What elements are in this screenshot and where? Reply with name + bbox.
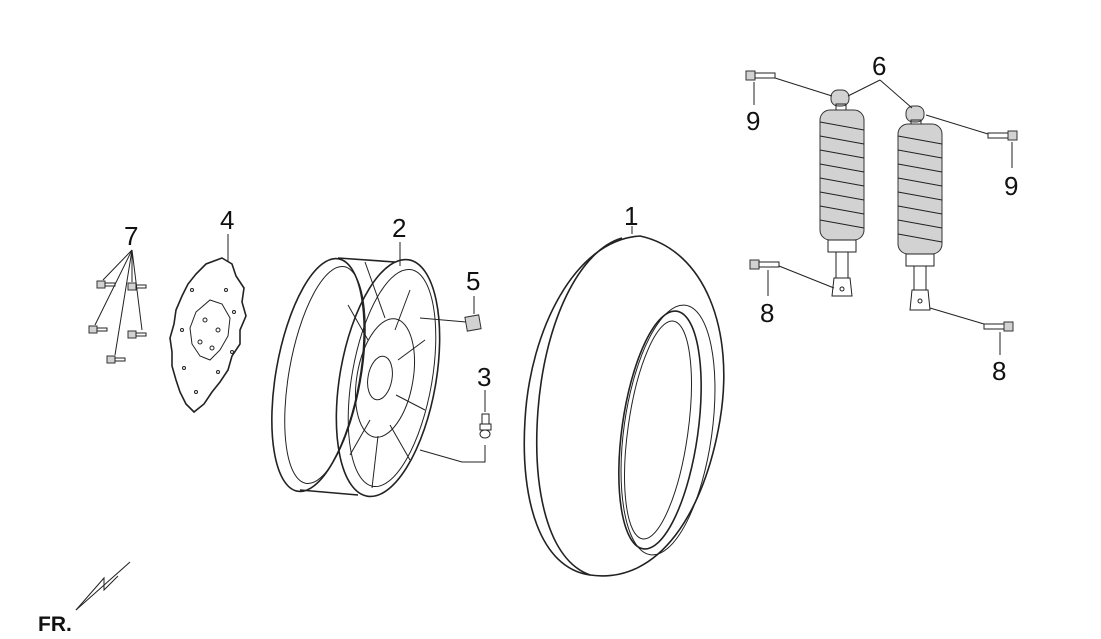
tire bbox=[523, 235, 725, 577]
disc-bolt bbox=[96, 280, 116, 289]
front-direction-arrow bbox=[75, 561, 131, 611]
upper-bolt-right-leader bbox=[925, 114, 989, 135]
lower-bolt-right-leader bbox=[929, 307, 985, 325]
callout-1: 1 bbox=[624, 201, 638, 231]
lower-bolt-left-leader bbox=[778, 265, 835, 289]
lower-bolt-left bbox=[749, 259, 780, 270]
weight-to-rim-leader bbox=[419, 317, 467, 323]
upper-bolt-left bbox=[745, 70, 776, 81]
bolt-leader bbox=[94, 249, 133, 326]
disc-bolt bbox=[127, 282, 147, 291]
callout-5: 5 bbox=[466, 266, 480, 296]
disc-bolt bbox=[106, 355, 126, 364]
shock-leader bbox=[879, 79, 913, 109]
callout-7: 7 bbox=[124, 221, 138, 251]
shock-absorber-right bbox=[897, 105, 943, 311]
valve-to-rim-leader bbox=[419, 445, 486, 463]
disc-bolt bbox=[127, 330, 147, 339]
lower-bolt-right bbox=[983, 321, 1014, 332]
callout-9-left: 9 bbox=[746, 106, 760, 136]
upper-bolt-right bbox=[987, 130, 1018, 141]
bolt-leader bbox=[114, 249, 133, 356]
bolt-leader bbox=[102, 249, 133, 281]
bolt-leader bbox=[131, 249, 143, 331]
wheel-rim bbox=[271, 257, 441, 498]
balance-weight bbox=[464, 314, 482, 332]
disc-bolt bbox=[88, 325, 108, 334]
brake-disc bbox=[169, 257, 247, 414]
upper-bolt-left-leader bbox=[774, 77, 833, 97]
shock-absorber-left bbox=[819, 89, 865, 297]
callout-2: 2 bbox=[392, 213, 406, 243]
callout-6: 6 bbox=[872, 51, 886, 81]
callout-3: 3 bbox=[477, 362, 491, 392]
callout-8-right: 8 bbox=[992, 356, 1006, 386]
callout-9-right: 9 bbox=[1004, 171, 1018, 201]
front-marker-label: FR. bbox=[38, 613, 72, 636]
callout-4: 4 bbox=[220, 205, 234, 235]
callout-8-left: 8 bbox=[760, 298, 774, 328]
valve bbox=[479, 413, 492, 439]
disc-bolts bbox=[88, 280, 147, 364]
shock-leader bbox=[847, 79, 881, 97]
